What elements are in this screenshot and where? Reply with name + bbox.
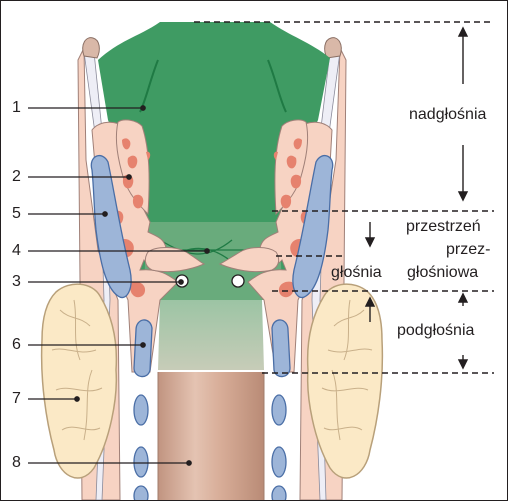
diagram-frame: [0, 0, 508, 501]
diagram-canvas: 1 2 5 4 3 6 7 8 nadgłośnia głośnia podgł…: [0, 0, 508, 501]
